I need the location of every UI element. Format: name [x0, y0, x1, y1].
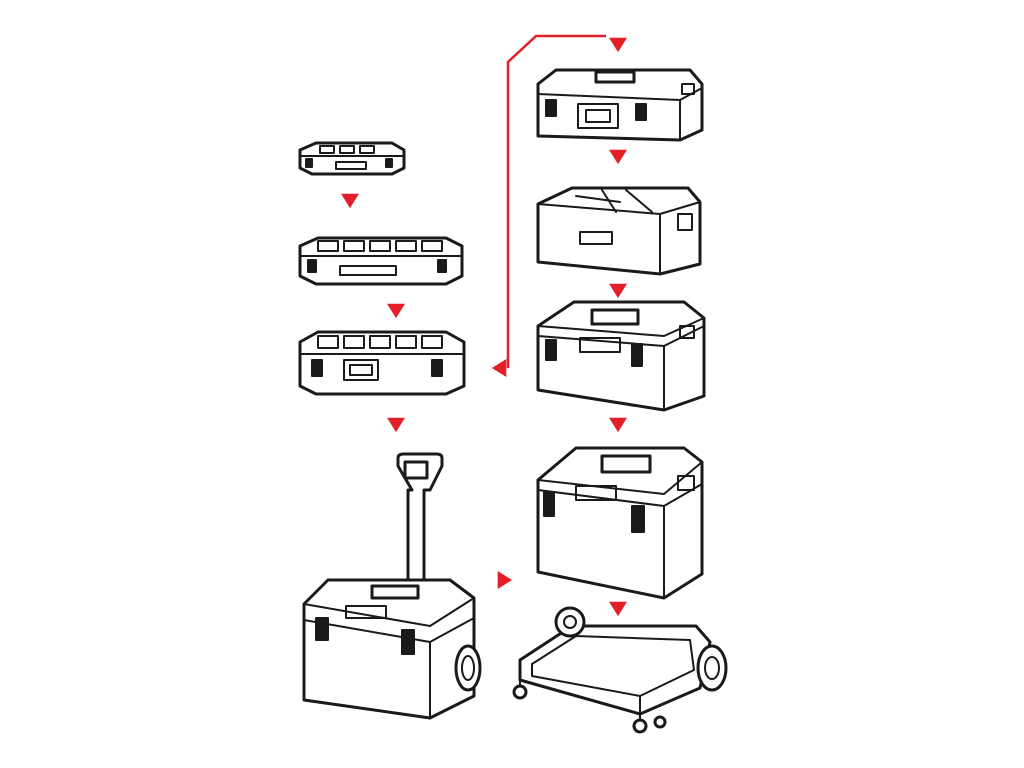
arrow-down-icon — [341, 193, 359, 209]
arrow-down-icon — [609, 149, 627, 165]
arrow-down-icon — [609, 417, 627, 433]
arrow-right-icon — [497, 571, 513, 589]
arrow-down-icon — [387, 303, 405, 319]
arrow-down-icon — [609, 37, 627, 53]
medium-organizer-tray-icon — [298, 236, 464, 286]
connector-line — [506, 34, 606, 368]
arrow-down-icon — [609, 601, 627, 617]
large-organizer-tray-icon — [298, 330, 466, 396]
rolling-toolbox-icon — [302, 452, 482, 720]
arrow-down-icon — [387, 417, 405, 433]
open-tote-box-icon — [536, 186, 702, 276]
shallow-toolbox-icon — [536, 68, 704, 142]
arrow-down-icon — [609, 283, 627, 299]
small-organizer-tray-icon — [298, 141, 406, 176]
medium-toolbox-icon — [536, 300, 706, 412]
transport-cart-icon — [512, 606, 728, 734]
tall-toolbox-icon — [536, 446, 704, 600]
arrow-left-icon — [491, 359, 507, 377]
flow-arrows — [341, 37, 627, 617]
